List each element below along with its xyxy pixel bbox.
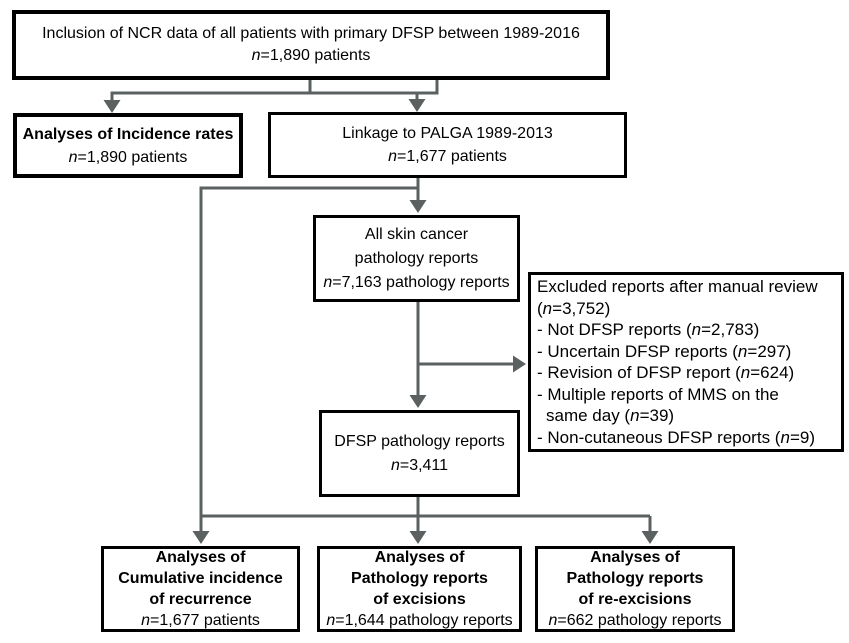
box-text-line: (n=3,752)	[537, 298, 611, 318]
box-text-line: n=1,677 patients	[388, 148, 507, 165]
box-text-line: n=3,411	[390, 456, 449, 474]
box-text-line: of excisions	[373, 591, 466, 608]
box-text-line: pathology reports	[354, 249, 479, 267]
box-text-line: DFSP pathology reports	[334, 432, 505, 450]
box-text-line: n=1,890 patients	[251, 47, 371, 64]
box-text-line: - Multiple reports of MMS on the	[537, 384, 779, 404]
palga-linkage-box: Linkage to PALGA 1989-2013 n=1,677 patien…	[268, 112, 627, 178]
box-text-line: Analyses of Incidence rates	[22, 125, 234, 143]
box-text-line: Pathology reports	[351, 570, 488, 587]
box-text-line: Excluded reports after manual review	[537, 277, 818, 296]
inclusion-box: Inclusion of NCR data of all patients wi…	[12, 10, 610, 80]
connector-line	[199, 186, 418, 516]
connector-line	[199, 497, 652, 532]
box-text-line: n=1,644 pathology reports	[326, 612, 513, 629]
arrow-down-icon	[409, 200, 427, 213]
box-text-line: - Not DFSP reports (n=2,783)	[537, 320, 760, 339]
box-text-line: - Revision of DFSP report (n=624)	[537, 363, 795, 382]
box-text-line: All skin cancer	[364, 225, 469, 243]
box-text-line: Cumulative incidence	[118, 570, 283, 587]
box-text-line: n=7,163 pathology reports	[323, 273, 510, 291]
box-text-line: Pathology reports	[566, 570, 704, 587]
arrow-down-icon	[409, 531, 427, 544]
box-text-line: - Non-cutaneous DFSP reports (n=9)	[537, 427, 815, 447]
arrow-down-icon	[408, 99, 426, 112]
arrow-down-icon	[192, 531, 210, 544]
arrow-down-icon	[409, 395, 427, 408]
arrow-down-icon	[103, 100, 121, 113]
box-text-line: of re-excisions	[578, 591, 692, 608]
reexcisions-analyses-box: Analyses of Pathology reports of re-excisi…	[535, 546, 735, 632]
connector-line	[110, 78, 439, 101]
excisions-analyses-box: Analyses of Pathology reports of excisions…	[317, 546, 522, 632]
arrow-down-icon	[641, 531, 659, 544]
arrow-right-icon	[513, 355, 526, 373]
box-text-line: Linkage to PALGA 1989-2013	[342, 125, 553, 142]
box-text-line: n=1,677 patients	[141, 612, 260, 629]
box-text-line: n=662 pathology reports	[548, 612, 722, 629]
box-text-line: Analyses of	[374, 549, 465, 566]
box-text-line: Inclusion of NCR data of all patients wi…	[42, 25, 580, 42]
excluded-reports-box: Excluded reports after manual review (n=3…	[528, 272, 844, 452]
box-text-line: - Uncertain DFSP reports (n=297)	[537, 341, 792, 361]
dfsp-reports-box: DFSP pathology reports n=3,411	[319, 410, 520, 497]
incidence-analyses-box: Analyses of Incidence rates n=1,890 patie…	[13, 113, 243, 178]
box-text-line: same day (n=39)	[546, 406, 675, 425]
recurrence-analyses-box: Analyses of Cumulative incidence of recurr…	[101, 546, 300, 632]
box-text-line: n=1,890 patients	[68, 148, 188, 166]
box-text-line: Analyses of	[155, 549, 246, 566]
skin-cancer-reports-box: All skin cancer pathology reports n=7,163 …	[313, 215, 520, 302]
box-text-line: of recurrence	[149, 591, 252, 608]
box-text-line: Analyses of	[590, 549, 680, 566]
